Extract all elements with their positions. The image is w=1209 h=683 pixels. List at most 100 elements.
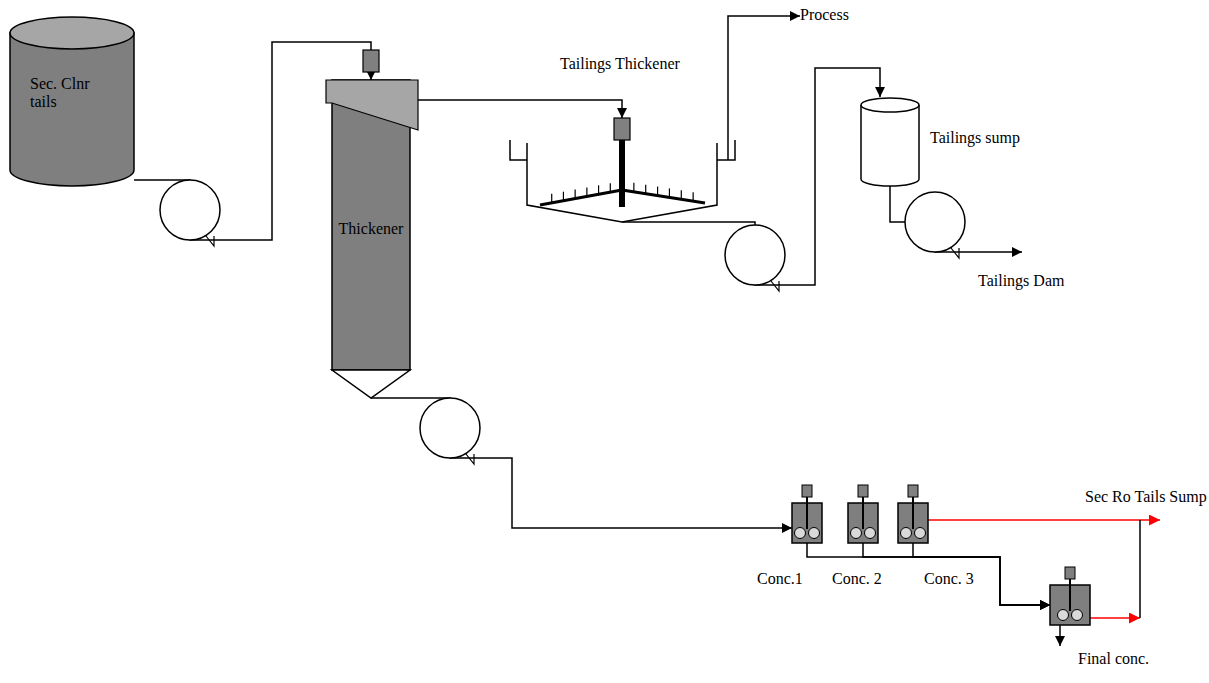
thk-unit: Tailings Thickener bbox=[510, 55, 735, 225]
tails-stream bbox=[928, 519, 1160, 521]
pump-outlet bbox=[771, 281, 779, 291]
stream-label: Process bbox=[800, 6, 849, 24]
pump-casing bbox=[905, 192, 965, 252]
stream-label: Conc. 2 bbox=[832, 570, 882, 588]
rake-arm bbox=[622, 190, 705, 203]
rake-tooth bbox=[681, 190, 682, 199]
stream-label: Final conc. bbox=[1078, 650, 1149, 668]
column-cone bbox=[332, 370, 410, 398]
cell-unit: Conc. 2 bbox=[848, 483, 878, 543]
stream-terminal: Tailings Dam bbox=[978, 240, 1098, 292]
pump-outlet bbox=[206, 236, 214, 246]
cell-outline bbox=[898, 483, 928, 543]
rake-tooth bbox=[563, 192, 564, 201]
impeller bbox=[795, 528, 806, 539]
cell-shaft bbox=[912, 503, 914, 529]
stream-terminal: Sec Ro Tails Sump bbox=[1085, 488, 1205, 628]
cell-shaft bbox=[862, 503, 864, 529]
cell-motor bbox=[1065, 567, 1075, 579]
tank-outline bbox=[8, 15, 136, 190]
pump-casing bbox=[725, 225, 785, 285]
pulp-stream bbox=[371, 398, 792, 528]
rake-drive bbox=[614, 118, 630, 140]
rake-tooth bbox=[598, 185, 599, 194]
pump bbox=[420, 398, 480, 464]
pipe bbox=[1139, 520, 1141, 618]
pulp-stream bbox=[890, 186, 1022, 252]
pulp-stream bbox=[418, 100, 622, 118]
tank-unit: Sec. Clnr tails bbox=[8, 15, 136, 190]
rake-tooth bbox=[586, 187, 587, 196]
pulp-stream bbox=[728, 16, 800, 160]
pump-casing bbox=[160, 180, 220, 240]
rake-tooth bbox=[669, 188, 670, 197]
tank-top bbox=[10, 17, 134, 49]
cell-unit: Conc. 3 bbox=[898, 483, 928, 543]
pulp-stream bbox=[807, 543, 1050, 605]
rake-tooth bbox=[551, 194, 552, 203]
impeller bbox=[901, 528, 912, 539]
col-outline bbox=[326, 80, 418, 398]
rake-tooth bbox=[645, 185, 646, 194]
stream-terminal: Process bbox=[800, 5, 870, 27]
impeller bbox=[851, 528, 862, 539]
cell-outline bbox=[1050, 565, 1090, 625]
rake-arm bbox=[540, 190, 622, 205]
cell-motor bbox=[802, 485, 812, 497]
impeller bbox=[865, 528, 876, 539]
stream-label: Tailings sump bbox=[930, 129, 1020, 147]
cell-unit: Final conc. bbox=[1050, 565, 1090, 625]
cell-unit: Conc.1 bbox=[792, 483, 822, 543]
sump-top bbox=[861, 98, 919, 112]
cell-tank bbox=[792, 503, 822, 543]
thk-outline bbox=[510, 55, 735, 225]
feed-valve bbox=[363, 50, 379, 72]
stream-label: Conc. 3 bbox=[924, 570, 974, 588]
stream-label: Tailings Thickener bbox=[558, 55, 682, 73]
cell-tank bbox=[848, 503, 878, 543]
stream-label: Thickener bbox=[332, 220, 410, 238]
rake-tooth bbox=[657, 187, 658, 196]
col-unit: Thickener bbox=[326, 80, 418, 398]
cell-motor bbox=[858, 485, 868, 497]
impeller bbox=[1072, 610, 1083, 621]
rake-tooth bbox=[693, 192, 694, 201]
feed-box bbox=[326, 80, 418, 130]
pump-outlet bbox=[951, 248, 959, 258]
cell-shaft bbox=[806, 503, 808, 529]
cell-tank bbox=[1050, 585, 1090, 625]
discharge-arrow bbox=[1059, 625, 1061, 646]
sump-body bbox=[861, 105, 919, 186]
pulp-stream bbox=[863, 543, 1050, 605]
stream-label: Sec Ro Tails Sump bbox=[1085, 488, 1207, 506]
impeller bbox=[1058, 610, 1069, 621]
cell-tank bbox=[898, 503, 928, 543]
stream-label: Tailings Dam bbox=[978, 272, 1064, 290]
tails-stream bbox=[1090, 617, 1140, 619]
launder bbox=[510, 140, 527, 160]
rake-tooth bbox=[610, 183, 611, 192]
cell-outline bbox=[848, 483, 878, 543]
cell-shaft bbox=[1069, 585, 1071, 611]
pump bbox=[905, 192, 965, 258]
impeller bbox=[915, 528, 926, 539]
impeller bbox=[809, 528, 820, 539]
pump-outlet bbox=[466, 454, 474, 464]
cell-motor bbox=[908, 485, 918, 497]
pump bbox=[160, 180, 220, 246]
pulp-stream bbox=[913, 543, 1050, 605]
launder bbox=[717, 140, 735, 160]
tank-body bbox=[10, 33, 134, 186]
pump bbox=[725, 225, 785, 291]
sump-unit: Tailings sump bbox=[860, 97, 1100, 187]
pump-casing bbox=[420, 398, 480, 458]
rake-tooth bbox=[575, 190, 576, 199]
cell-outline bbox=[792, 483, 822, 543]
rake-tooth bbox=[633, 183, 634, 192]
stream-label: Conc.1 bbox=[757, 570, 803, 588]
stream-label: Sec. Clnr tails bbox=[30, 75, 110, 112]
